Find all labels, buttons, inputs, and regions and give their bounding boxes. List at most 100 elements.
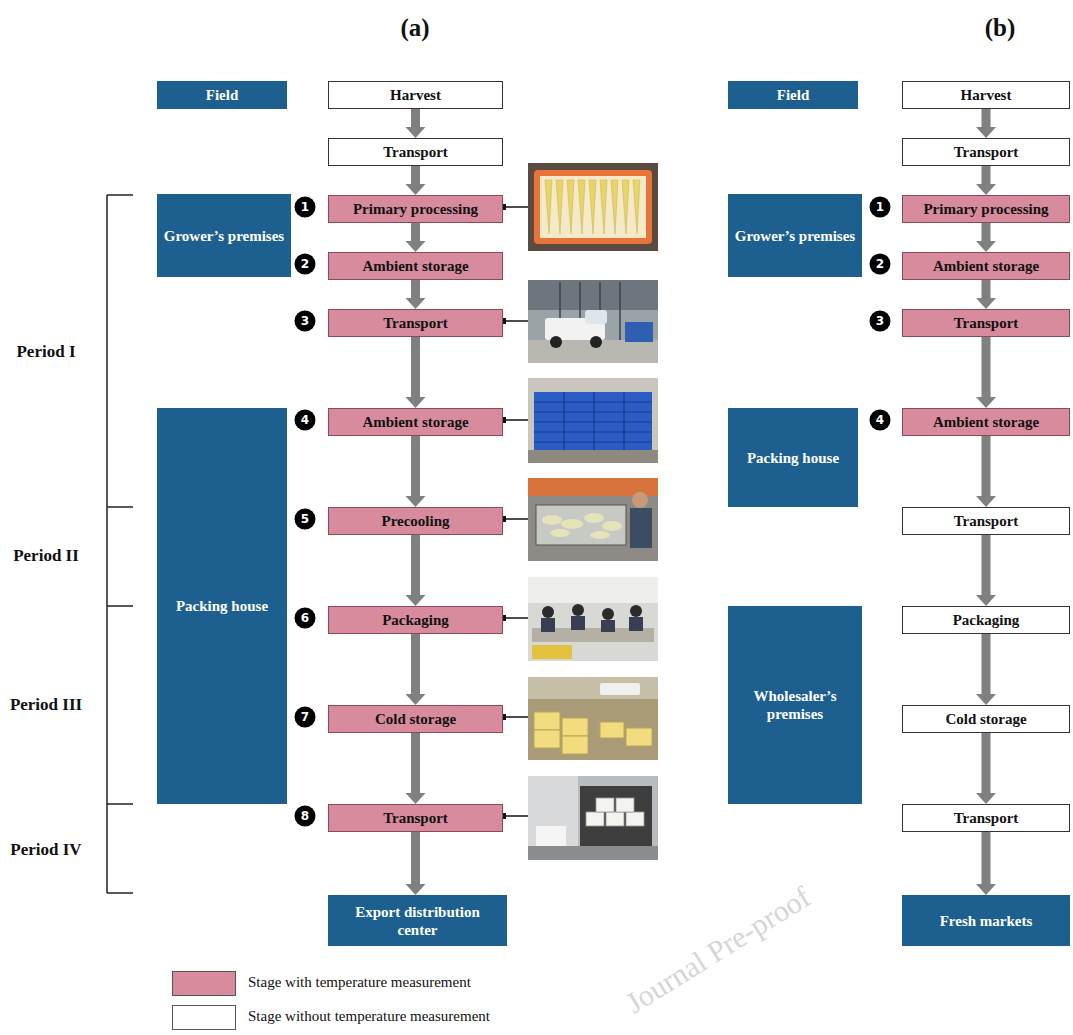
node-content: Packing house xyxy=(741,447,845,469)
photo xyxy=(528,577,658,661)
node-content: Transport xyxy=(948,807,1025,829)
node-content: Packaging xyxy=(376,609,455,631)
node-label: Harvest xyxy=(390,86,441,104)
stage-box: Cold storage xyxy=(902,705,1070,733)
node-content: Grower’s premises xyxy=(729,225,861,247)
illustration-part xyxy=(534,431,652,432)
arrow-shaft xyxy=(982,337,991,397)
flow-arrow xyxy=(406,223,426,252)
arrow-head xyxy=(976,496,996,507)
node-content: Primary processing xyxy=(347,198,484,220)
arrow-shaft xyxy=(411,109,420,127)
illustration-part xyxy=(503,716,528,718)
illustration-part xyxy=(633,180,640,234)
flow-arrow xyxy=(976,166,996,195)
illustration-part xyxy=(601,620,615,632)
illustration-part xyxy=(616,798,634,812)
illustration-part xyxy=(556,180,563,234)
arrow-shaft xyxy=(982,535,991,595)
illustration-part xyxy=(590,336,602,348)
illustration-part xyxy=(590,531,610,539)
panel-heading: (b) xyxy=(985,14,1016,42)
stage-box: Packaging xyxy=(902,606,1070,634)
node-label: Packaging xyxy=(382,611,449,629)
arrow-shaft xyxy=(982,832,991,884)
illustration-part xyxy=(536,505,626,545)
node-content: Ambient storage xyxy=(356,411,474,433)
arrow-shaft xyxy=(982,166,991,184)
photo xyxy=(528,163,658,251)
measured-stage-box: Ambient storage xyxy=(902,252,1070,280)
node-content: Precooling xyxy=(375,510,455,532)
measured-stage-box: Transport xyxy=(902,309,1070,337)
flow-arrow xyxy=(976,280,996,309)
illustration-part xyxy=(600,722,624,738)
illustration-part xyxy=(562,736,588,754)
illustration-part xyxy=(528,677,658,699)
node-label: Transport xyxy=(954,809,1019,827)
illustration-part xyxy=(107,506,133,508)
location-box: Grower’s premises xyxy=(157,194,291,277)
illustration-part xyxy=(528,280,658,363)
illustration-part xyxy=(534,411,652,412)
illustration-part xyxy=(528,846,658,860)
illustration-part xyxy=(589,180,596,234)
node-content: Wholesaler’s premises xyxy=(728,685,862,725)
illustration-part xyxy=(550,336,562,348)
measured-stage-box: Ambient storage xyxy=(328,408,503,436)
period-label: Period I xyxy=(16,342,75,362)
illustration-part xyxy=(567,180,574,234)
callout-number: 3 xyxy=(870,311,891,332)
node-label: Transport xyxy=(383,314,448,332)
illustration-part xyxy=(585,310,607,324)
flow-arrow xyxy=(406,337,426,408)
location-box: Fresh markets xyxy=(902,895,1070,946)
node-content: Cold storage xyxy=(369,708,462,730)
illustration-part xyxy=(572,604,584,616)
illustration-part xyxy=(528,776,658,860)
arrow-head xyxy=(976,793,996,804)
photo xyxy=(528,478,658,561)
measured-stage-box: Precooling xyxy=(328,507,503,535)
node-content: Cold storage xyxy=(939,708,1032,730)
callout-number: 5 xyxy=(295,509,316,530)
stage-box: Harvest xyxy=(902,81,1070,109)
illustration-part xyxy=(534,441,652,442)
illustration-part xyxy=(528,577,658,603)
illustration-part xyxy=(626,728,652,746)
node-label: Transport xyxy=(383,809,448,827)
node-label: Ambient storage xyxy=(362,413,468,431)
illustration-part xyxy=(602,521,622,531)
flow-arrow xyxy=(976,634,996,705)
legend-swatch xyxy=(172,971,236,996)
illustration-part xyxy=(629,617,643,631)
arrow-shaft xyxy=(411,280,420,298)
illustration-part xyxy=(593,392,594,450)
callout-number: 7 xyxy=(295,707,316,728)
node-label: Fresh markets xyxy=(940,912,1033,930)
node-label: Packing house xyxy=(176,597,268,615)
arrow-shaft xyxy=(411,436,420,496)
illustration-part xyxy=(503,518,528,520)
node-content: Harvest xyxy=(384,84,447,106)
node-content: Transport xyxy=(948,312,1025,334)
node-content: Transport xyxy=(948,141,1025,163)
node-label: Ambient storage xyxy=(933,413,1039,431)
illustration-part xyxy=(586,812,604,826)
location-box: Packing house xyxy=(728,408,858,507)
node-label: Primary processing xyxy=(923,200,1048,218)
node-content: Transport xyxy=(377,807,454,829)
illustration-part xyxy=(600,180,607,234)
illustration-part xyxy=(528,478,658,561)
illustration-part xyxy=(534,421,652,422)
node-content: Grower’s premises xyxy=(158,225,290,247)
illustration-part xyxy=(528,677,658,760)
arrow-shaft xyxy=(982,733,991,793)
callout-number: 2 xyxy=(870,254,891,275)
flow-arrow xyxy=(406,535,426,606)
period-label: Period III xyxy=(10,695,82,715)
illustration-part xyxy=(580,786,652,846)
node-content: Ambient storage xyxy=(927,255,1045,277)
arrow-shaft xyxy=(411,223,420,241)
callout-number: 4 xyxy=(295,410,316,431)
